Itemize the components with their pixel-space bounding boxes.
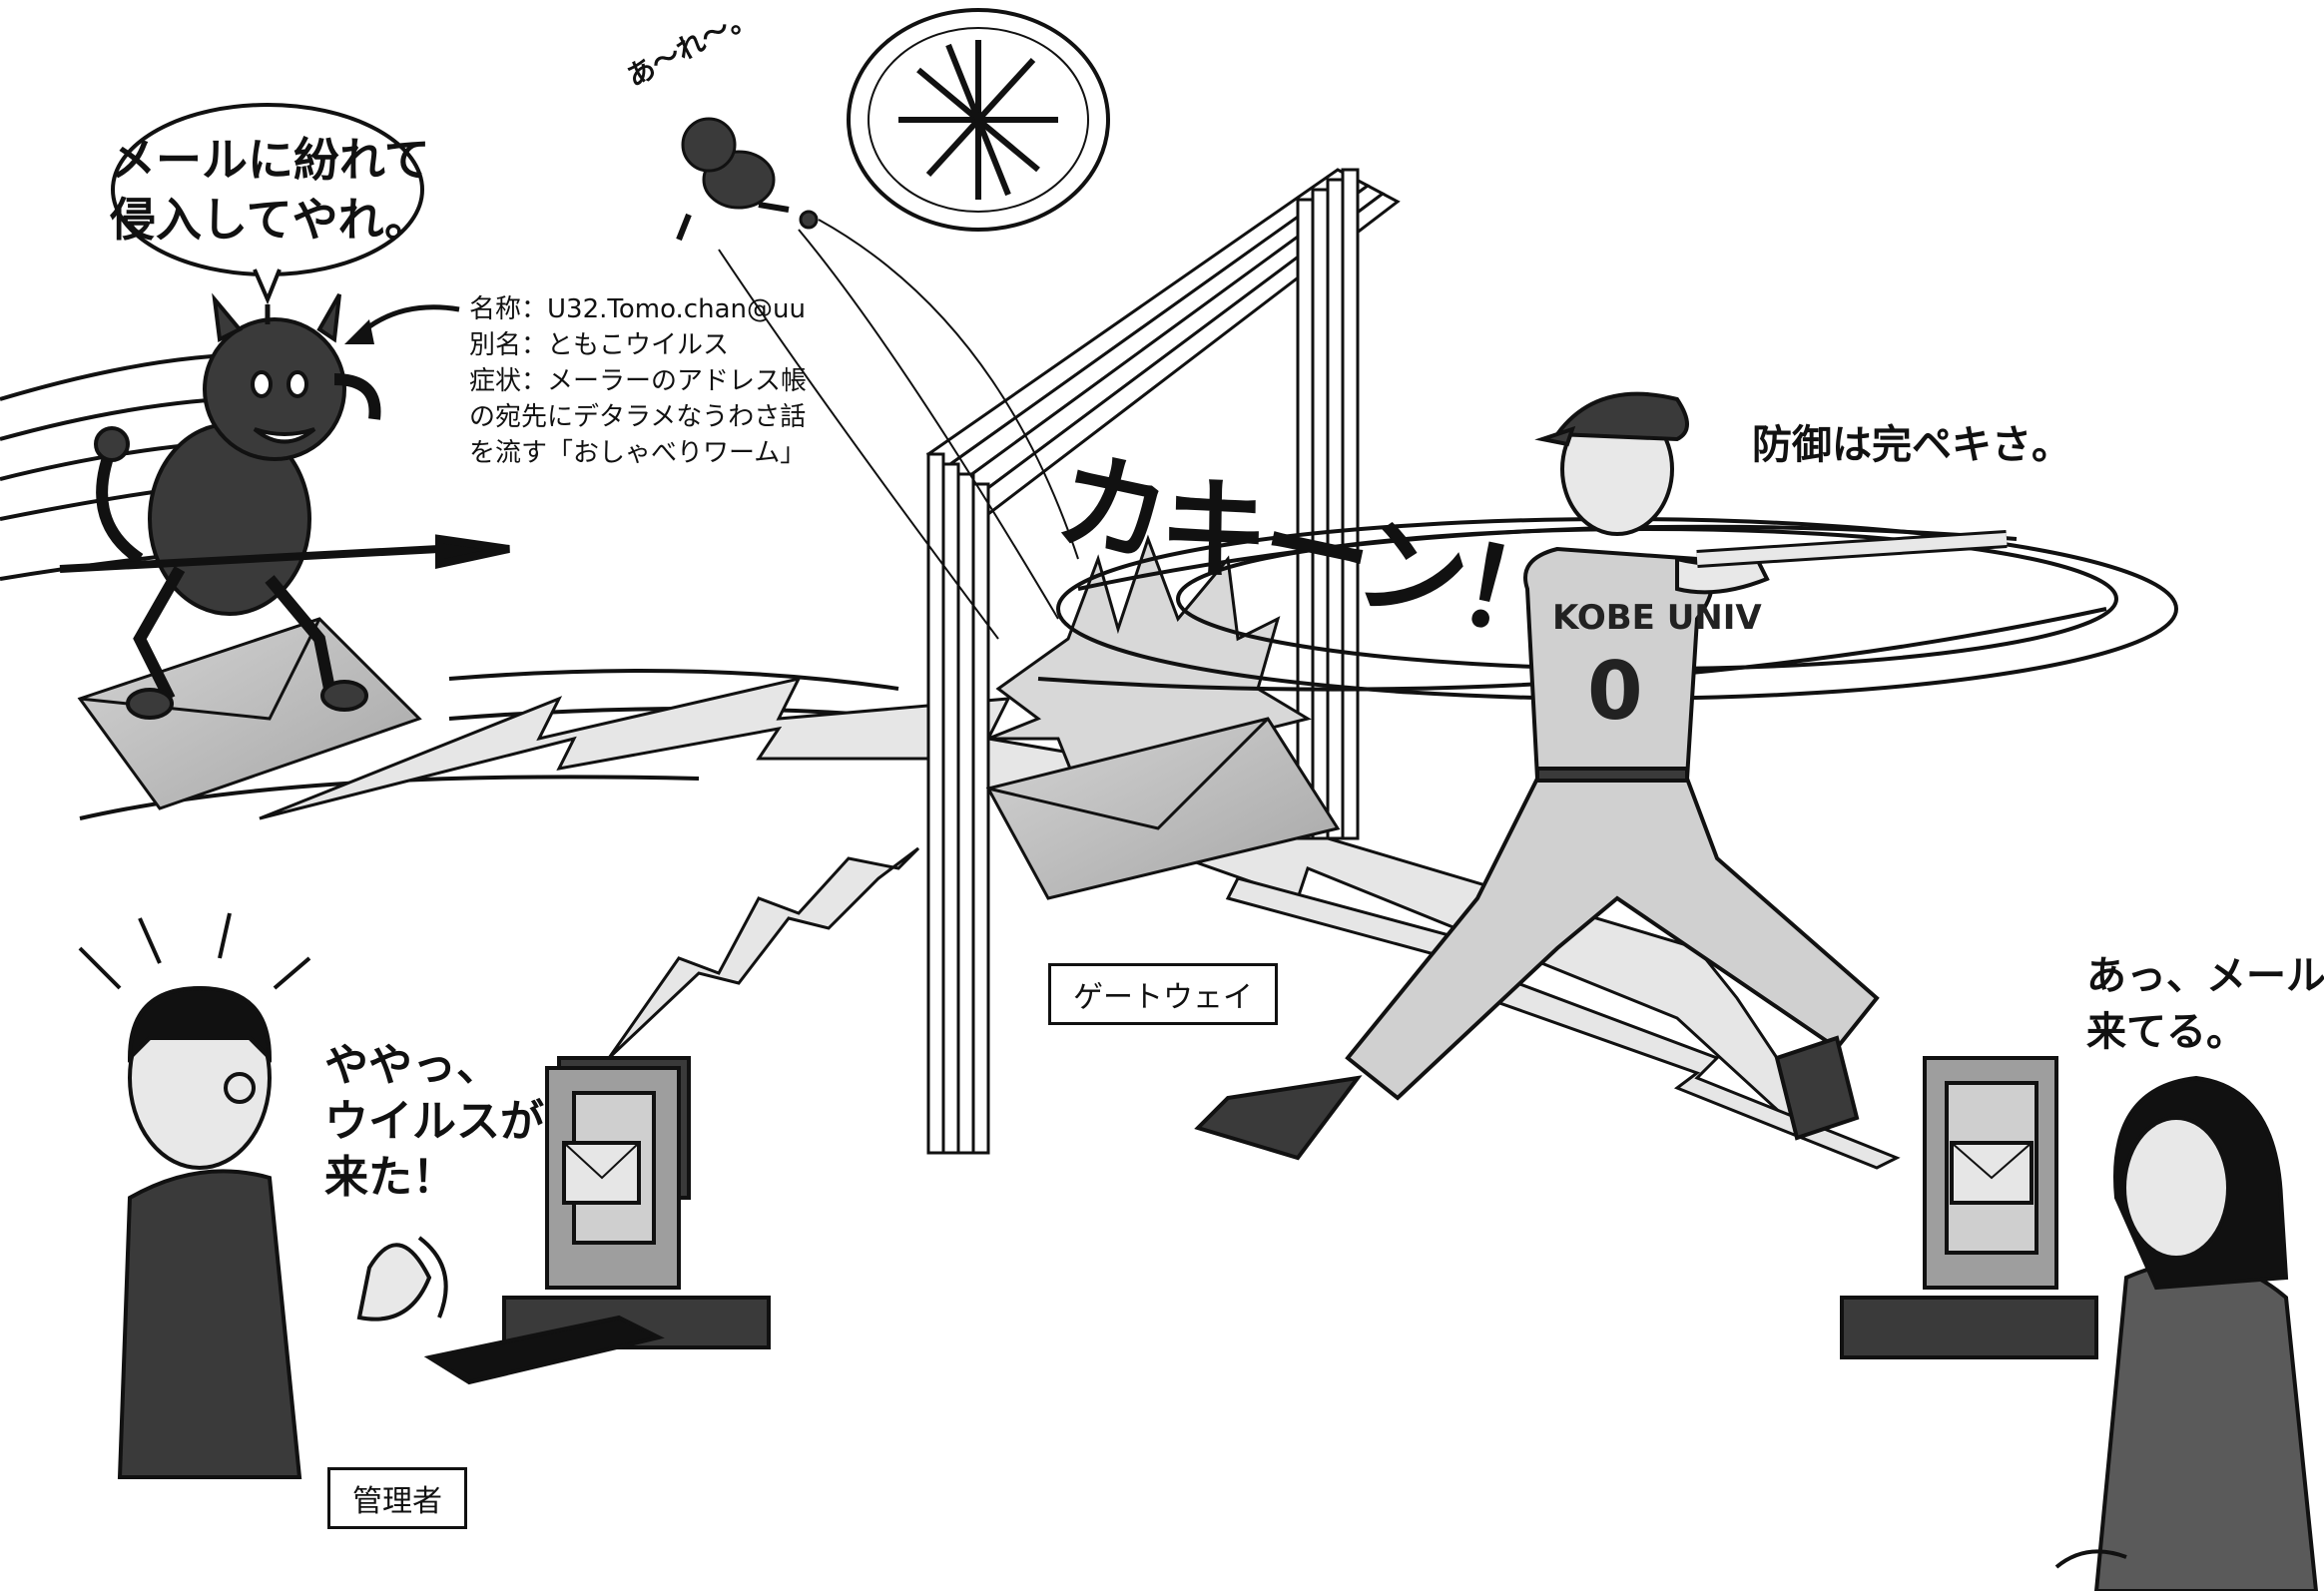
devil-speech-bubble [111, 103, 424, 305]
jersey-text: KOBE UNIV [1552, 598, 1762, 638]
user-person [2054, 1075, 2319, 1591]
gateway-envelope [985, 717, 1341, 900]
admin-speech-line-2: ウイルスが [324, 1096, 544, 1147]
user-speech: あっ、メールが 来てる。 [2086, 948, 2324, 1060]
gateway-gate [925, 168, 1401, 1155]
devil-speech-line-2: 侵入してやれ。 [110, 193, 431, 247]
admin-label: 管理者 [327, 1467, 467, 1529]
gateway-label: ゲートウェイ [1048, 963, 1278, 1025]
info-pointer-arrowhead [344, 319, 374, 344]
admin-person [78, 912, 448, 1479]
devil-speech: メールに紛れて 侵入してやれ。 [110, 130, 431, 250]
small-bug [676, 117, 819, 242]
virus-name: 名称：U32.Tomo.chan@uu [469, 294, 806, 324]
spear [59, 534, 510, 573]
admin-computer [423, 1056, 771, 1385]
admin-speech-line-3: 来た！ [324, 1152, 456, 1203]
info-pointer-arrow [357, 304, 460, 336]
bug-trail [718, 219, 1079, 640]
admin-speech-line-1: ややっ、 [324, 1040, 500, 1091]
virus-symptom-line-2: の宛先にデタラメなうわさ話 [469, 402, 807, 432]
devil-speech-line-1: メールに紛れて [110, 133, 430, 187]
spin-circle [847, 8, 1110, 232]
jersey-number: 0 [1587, 645, 1643, 738]
batter-speech: 防御は完ペキさ。 [1752, 422, 2071, 468]
user-speech-line-2: 来てる。 [2086, 1009, 2246, 1055]
virus-symptom-line-3: を流す「おしゃべりワーム」 [469, 438, 807, 468]
virus-info: 名称：U32.Tomo.chan@uu 別名：ともこウイルス 症状：メーラーのア… [469, 291, 807, 471]
user-computer [1840, 1056, 2098, 1359]
batter: KOBE UNIV 0 [1194, 391, 2008, 1161]
user-speech-line-1: あっ、メールが [2086, 953, 2324, 999]
admin-speech: ややっ、 ウイルスが 来た！ [324, 1038, 544, 1206]
virus-symptom-line-1: 症状：メーラーのアドレス帳 [469, 366, 808, 396]
virus-alias: 別名：ともこウイルス [469, 330, 730, 360]
devil-character [94, 292, 381, 720]
